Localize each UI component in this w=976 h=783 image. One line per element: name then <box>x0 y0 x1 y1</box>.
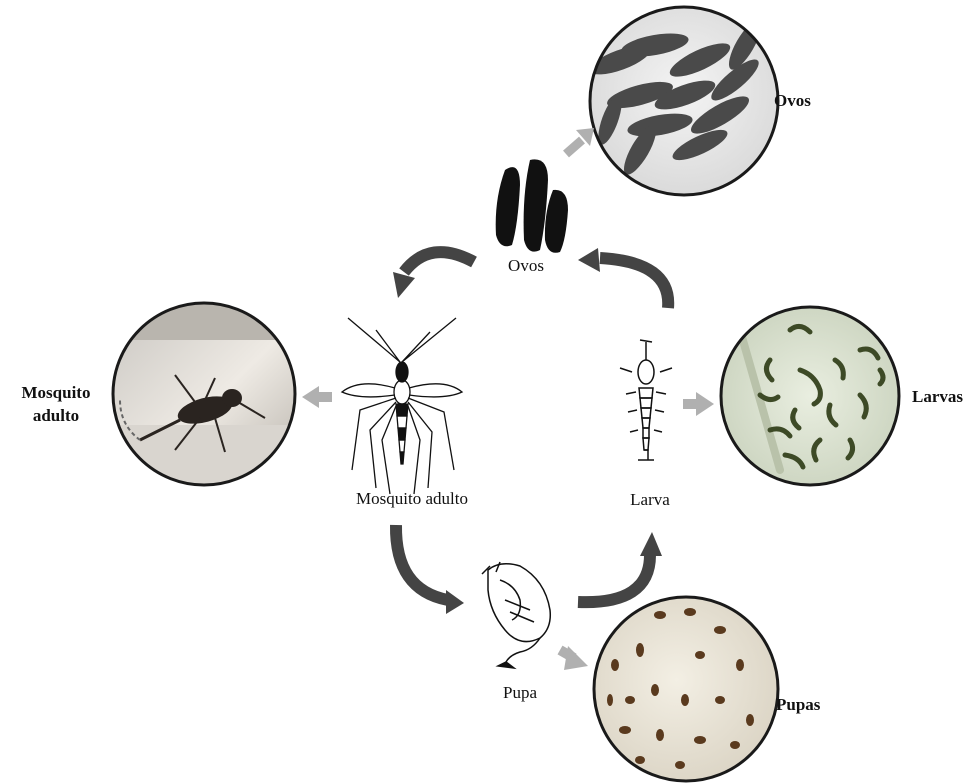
pointer-arrow-larvae <box>683 392 714 416</box>
pupae-photo <box>594 597 778 781</box>
photo-label-eggs: Ovos <box>774 91 811 110</box>
center-label-larva: Larva <box>630 490 670 509</box>
pupa-drawing <box>482 562 550 668</box>
cycle-arrow-adult-to-pupa <box>396 525 448 600</box>
photo-label-adult-line1: Mosquito <box>22 383 91 402</box>
cycle-arrow-larva-to-eggs <box>600 258 668 308</box>
pointer-arrow-eggs <box>566 128 594 154</box>
larva-drawing <box>620 340 672 460</box>
pointer-arrow-adult <box>302 386 332 408</box>
photo-label-pupae: Pupas <box>776 695 821 714</box>
photo-label-adult-line2: adulto <box>33 406 79 425</box>
photo-label-larvae: Larvas <box>912 387 963 406</box>
eggs-drawing <box>496 159 568 252</box>
adult-mosquito-drawing <box>342 318 462 494</box>
adult-mosquito-photo <box>110 300 300 485</box>
cycle-arrow-pupa-to-larva <box>578 555 650 602</box>
center-label-eggs: Ovos <box>508 256 544 275</box>
larvae-photo <box>721 307 899 485</box>
eggs-photo <box>587 7 778 195</box>
cycle-arrow-eggs-to-adult <box>404 252 474 272</box>
cycle-arrows <box>393 248 668 614</box>
pointer-arrow-pupae <box>560 646 588 670</box>
center-label-pupa: Pupa <box>503 683 537 702</box>
center-label-adult: Mosquito adulto <box>356 489 468 508</box>
